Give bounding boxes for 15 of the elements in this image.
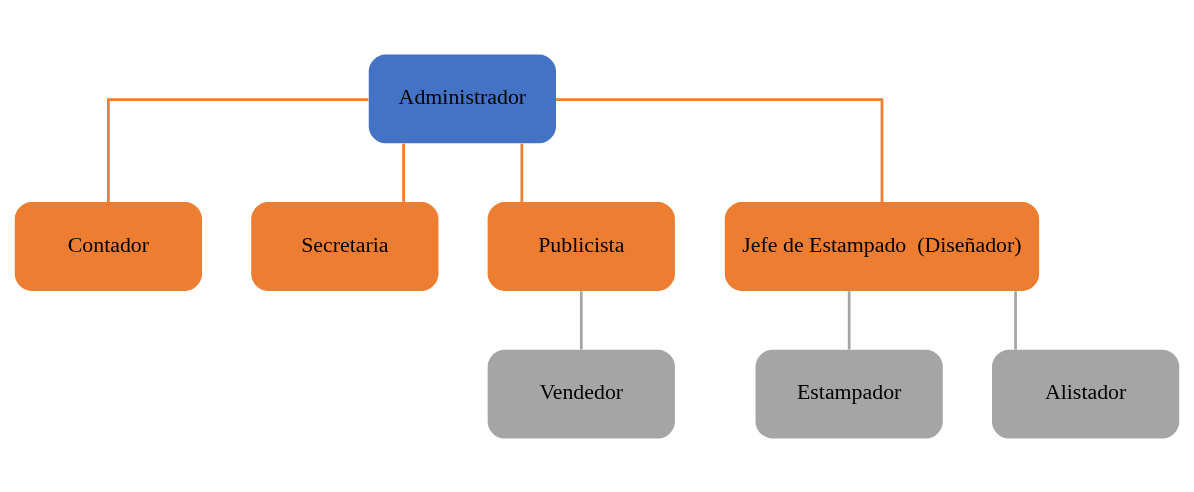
connector [579,290,583,350]
node-box: Contador [14,201,202,291]
connector [402,143,405,202]
node-box: Publicista [487,201,675,291]
connector [1014,290,1017,350]
node-box: Secretaria [251,201,439,291]
connector [107,97,369,202]
connector [847,290,851,350]
node-box: Jefe de Estampado (Diseñador) [724,201,1040,291]
node-box: Estampador [755,349,943,439]
node-box: Vendedor [487,349,675,439]
connector [556,97,884,202]
node-box: Administrador [368,53,556,143]
node-box: Alistador [992,349,1180,439]
connector [520,143,524,202]
